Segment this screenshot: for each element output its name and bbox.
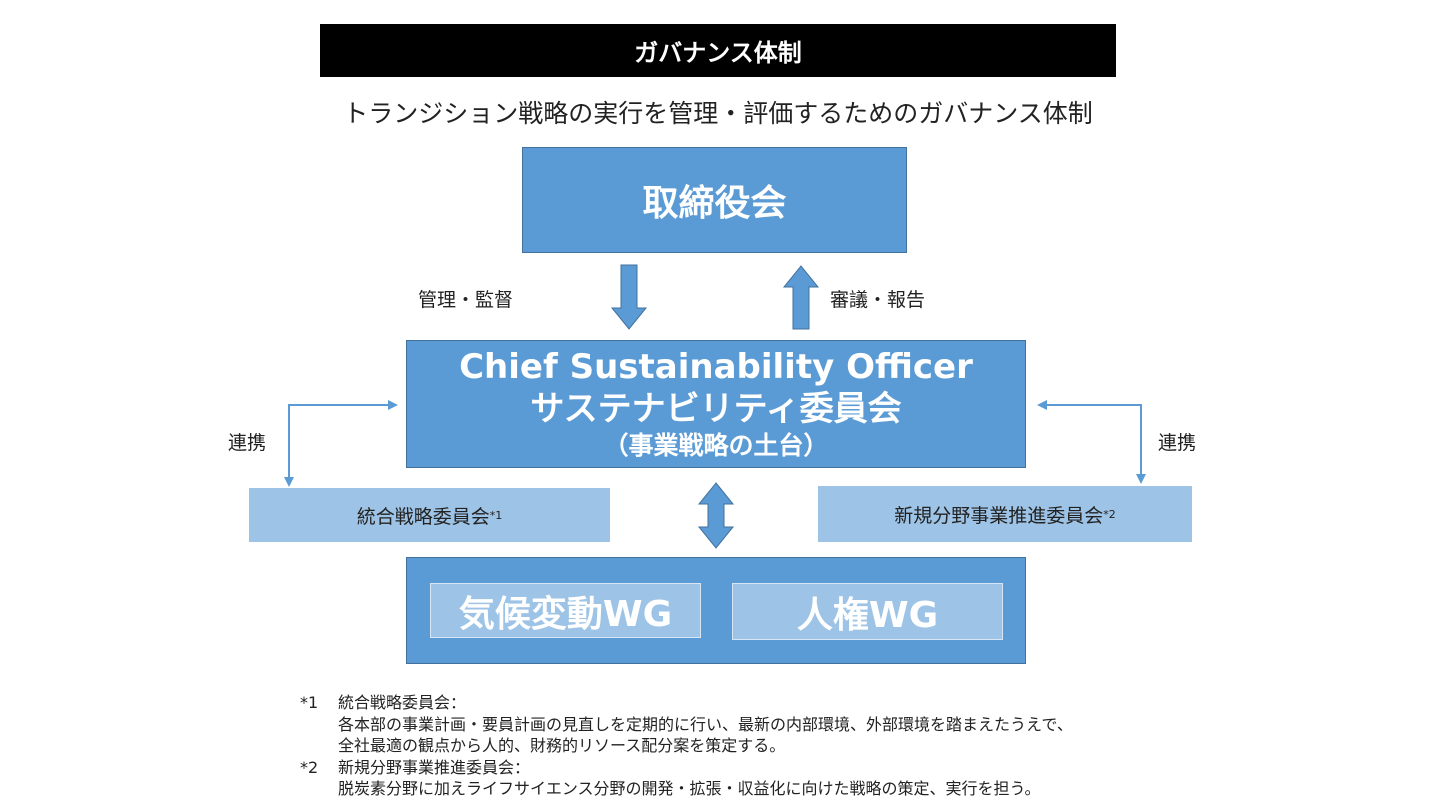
board-box: 取締役会 <box>522 147 907 253</box>
human-rights-wg-label: 人権WG <box>796 594 939 636</box>
left-link-arrowhead-down <box>284 477 294 487</box>
page-subtitle: トランジション戦略の実行を管理・評価するためのガバナンス体制 <box>343 99 1093 128</box>
footnote-2: *2 新規分野事業推進委員会： <box>300 757 1300 779</box>
right-link-label: 連携 <box>1158 432 1197 454</box>
cso-committee-box: Chief Sustainability Officer サステナビリティ委員会… <box>406 340 1026 468</box>
footnote-1-title: 統合戦略委員会： <box>338 693 467 712</box>
right-link-arrowhead-down <box>1136 474 1146 484</box>
climate-change-wg: 気候変動WG <box>430 583 701 638</box>
down-arrow-icon <box>610 264 648 330</box>
cso-title: Chief Sustainability Officer <box>459 347 973 387</box>
right-link-arrow-icon <box>1045 404 1142 476</box>
footnote-2-title: 新規分野事業推進委員会： <box>338 757 531 777</box>
new-business-committee: 新規分野事業推進委員会*2 <box>818 486 1192 542</box>
cso-committee-name: サステナビリティ委員会 <box>530 389 902 429</box>
cso-committee-subtitle: （事業戦略の土台） <box>603 431 829 460</box>
board-label: 取締役会 <box>642 183 787 224</box>
footnote-2-mark: *2 <box>300 757 319 777</box>
climate-change-wg-label: 気候変動WG <box>458 593 673 635</box>
footnote-2-line-1: 脱炭素分野に加えライフサイエンス分野の開発・拡張・収益化に向けた戦略の策定、実行… <box>338 779 1041 798</box>
left-link-label: 連携 <box>228 432 267 454</box>
human-rights-wg: 人権WG <box>732 583 1003 640</box>
right-link-arrowhead-left <box>1037 400 1047 410</box>
footnote-1-line-2: 全社最適の観点から人的、財務的リソース配分案を策定する。 <box>338 736 786 755</box>
left-link-arrowhead-right <box>388 400 398 410</box>
integrated-strategy-label: 統合戦略委員会 <box>356 505 490 528</box>
integrated-strategy-committee: 統合戦略委員会*1 <box>249 488 610 542</box>
footnote-1: *1 統合戦略委員会： <box>300 692 1300 714</box>
new-business-label: 新規分野事業推進委員会 <box>894 504 1104 527</box>
footnote-1-line-1: 各本部の事業計画・要員計画の見直しを定期的に行い、最新の内部環境、外部環境を踏ま… <box>338 714 1073 734</box>
up-arrow-icon <box>782 265 820 330</box>
footnote-1-mark: *1 <box>300 693 319 712</box>
footnote-ref-2: *2 <box>1103 507 1116 521</box>
footnote-ref-1: *1 <box>489 508 503 522</box>
double-arrow-icon <box>697 482 735 549</box>
left-link-arrow-icon <box>288 404 390 480</box>
oversight-label: 管理・監督 <box>418 289 514 311</box>
page-title: ガバナンス体制 <box>320 24 1116 77</box>
footnotes: *1 統合戦略委員会： 各本部の事業計画・要員計画の見直しを定期的に行い、最新の… <box>300 692 1300 800</box>
report-label: 審議・報告 <box>830 289 926 311</box>
